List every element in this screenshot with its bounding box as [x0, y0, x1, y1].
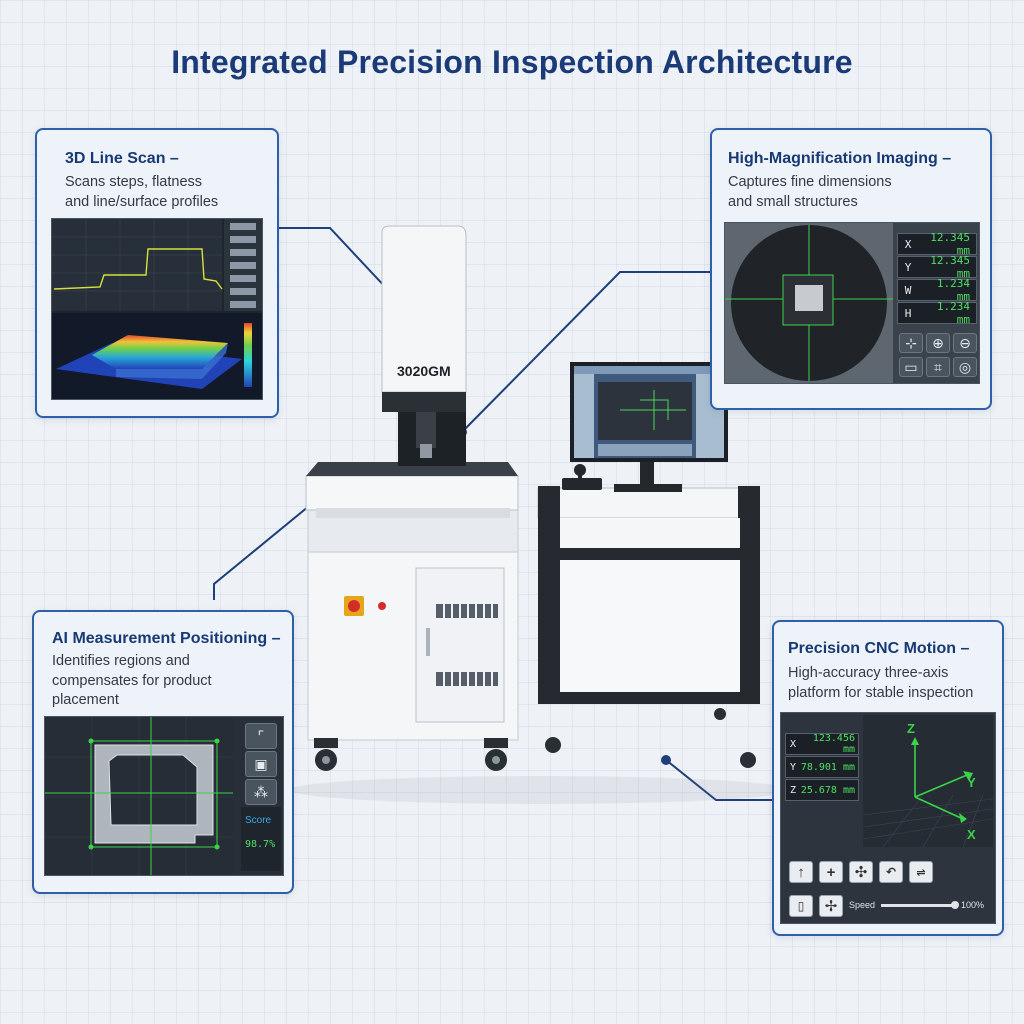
- score-box: Score 98.7%: [241, 807, 281, 871]
- callout-cnc-motion: Precision CNC Motion – High-accuracy thr…: [772, 620, 1004, 936]
- callout-heading: AI Measurement Positioning –: [52, 630, 281, 647]
- measurement-readout: H 1.234 mm: [897, 300, 977, 326]
- jog-z-button[interactable]: ✢: [819, 895, 843, 917]
- select-region-button[interactable]: ⌜: [245, 723, 277, 749]
- measure-tool-button[interactable]: ⊹: [899, 333, 923, 353]
- description-line: Scans steps, flatness: [65, 174, 203, 190]
- callout-3d-line-scan: 3D Line Scan – Scans steps, flatness and…: [35, 128, 279, 418]
- color-scale-bar: [244, 323, 252, 387]
- ai-positioning-panel: ⌜ ▣ ⁂ Score 98.7%: [44, 716, 284, 876]
- callout-high-magnification: High-Magnification Imaging – Captures fi…: [710, 128, 992, 410]
- callout-heading: High-Magnification Imaging –: [728, 150, 952, 167]
- callout-description: Captures fine dimensions and small struc…: [728, 173, 892, 212]
- ai-detection-view: [45, 717, 233, 875]
- measurement-readout: W 1.234 mm: [897, 277, 977, 303]
- speed-value: 100%: [961, 900, 985, 910]
- readout-axis: Y: [789, 761, 797, 773]
- surface-step: [92, 335, 228, 369]
- axis-label-y: Y: [967, 775, 976, 790]
- readout-value: 25.678 mm: [800, 784, 855, 796]
- callout-description: Identifies regions and compensates for p…: [52, 652, 212, 711]
- readout-axis: H: [904, 306, 912, 320]
- readout-value: 123.456 mm: [812, 733, 855, 755]
- readout-axis: Y: [904, 260, 912, 274]
- machine-cabinet: [307, 509, 519, 771]
- readout-axis: X: [904, 237, 912, 251]
- speed-slider-handle[interactable]: [951, 901, 959, 909]
- ai-locate-button[interactable]: ⁂: [245, 779, 277, 805]
- jog-up-button[interactable]: ↑: [789, 861, 813, 883]
- speed-label: Speed: [849, 900, 876, 910]
- readout-value: 12.345 mm: [930, 231, 970, 257]
- machine-column: [381, 225, 467, 466]
- detected-part: [94, 744, 214, 844]
- readout-axis: Z: [789, 784, 797, 796]
- speed-slider-fill: [881, 904, 955, 907]
- readout-value: 1.234 mm: [936, 300, 970, 326]
- callout-ai-positioning: AI Measurement Positioning – Identifies …: [32, 610, 294, 894]
- lock-button[interactable]: ▯: [789, 895, 813, 917]
- axis-label-x: X: [967, 827, 976, 842]
- magnified-view: [725, 223, 893, 383]
- profile-curve: [53, 248, 223, 290]
- callout-description: Scans steps, flatness and line/surface p…: [65, 173, 218, 212]
- callout-heading: 3D Line Scan –: [65, 150, 179, 167]
- description-line: Identifies regions and: [52, 653, 190, 669]
- measurement-readout: X 12.345 mm: [897, 231, 977, 257]
- speed-slider[interactable]: [881, 901, 959, 909]
- readout-value: 12.345 mm: [930, 254, 970, 280]
- profile-plot: [52, 219, 262, 399]
- axis-label-z: Z: [907, 721, 915, 736]
- callout-heading: Precision CNC Motion –: [788, 640, 970, 657]
- machine-stage: [305, 462, 519, 518]
- step-mode-button[interactable]: ⇌: [909, 861, 933, 883]
- machine-model-label: 3020GM: [397, 363, 451, 379]
- description-line: compensates for product: [52, 672, 212, 689]
- fit-view-button[interactable]: ◎: [953, 357, 977, 377]
- rotate-button[interactable]: ↶: [879, 861, 903, 883]
- score-label: Score: [245, 815, 272, 826]
- readout-axis: X: [789, 738, 797, 750]
- position-readout: X 123.456 mm: [785, 733, 859, 755]
- page-title: Integrated Precision Inspection Architec…: [171, 44, 853, 80]
- control-desk: [537, 464, 760, 768]
- magnification-panel: X 12.345 mm Y 12.345 mm W 1.234 mm H 1.234 mm ⊹…: [724, 222, 980, 384]
- readout-value: 1.234 mm: [936, 277, 970, 303]
- monitor: [570, 362, 728, 492]
- jog-plus-button[interactable]: +: [819, 861, 843, 883]
- zoom-out-button[interactable]: ⊖: [953, 333, 977, 353]
- axis-view: Z Y X: [863, 715, 993, 847]
- line-scan-software-panel: [51, 218, 263, 400]
- description-line: platform for stable inspection: [788, 684, 974, 701]
- measurement-readout: Y 12.345 mm: [897, 254, 977, 280]
- capture-button[interactable]: ▣: [245, 751, 277, 777]
- readout-value: 78.901 mm: [800, 761, 855, 773]
- description-line: placement: [52, 692, 119, 708]
- description-line: and line/surface profiles: [65, 193, 219, 210]
- readout-axis: W: [904, 283, 912, 297]
- save-image-button[interactable]: ▭: [899, 357, 923, 377]
- edge-detect-button[interactable]: ⌗: [926, 357, 950, 377]
- description-line: High-accuracy three-axis: [788, 665, 949, 681]
- callout-description: High-accuracy three-axis platform for st…: [788, 664, 973, 703]
- zoom-in-button[interactable]: ⊕: [926, 333, 950, 353]
- jog-move-button[interactable]: ✣: [849, 861, 873, 883]
- score-value: 98.7%: [245, 839, 276, 850]
- description-line: Captures fine dimensions: [728, 174, 892, 190]
- description-line: and small structures: [728, 193, 858, 210]
